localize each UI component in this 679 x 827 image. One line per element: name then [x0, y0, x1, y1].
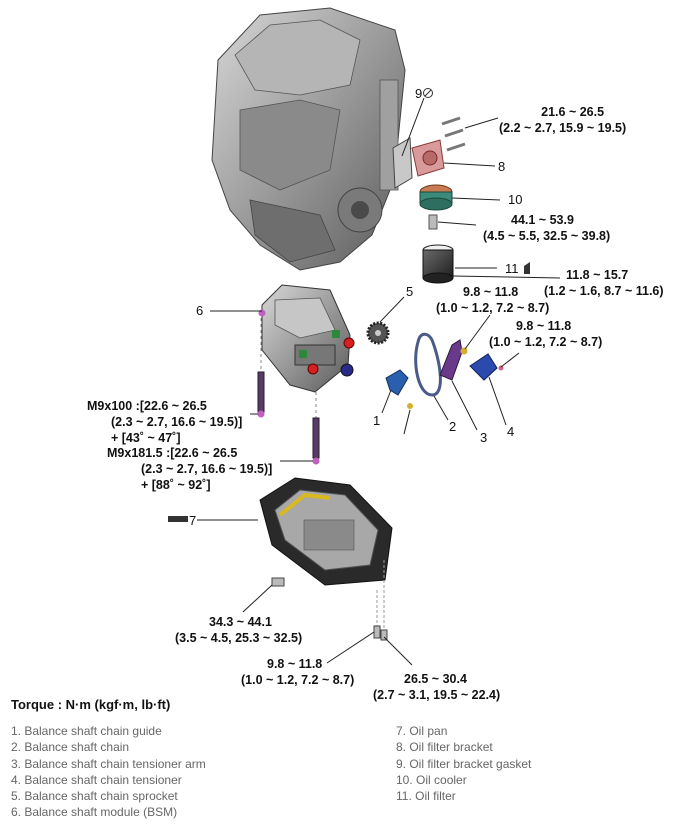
- torque-line: M9x100 :[22.6 ~ 26.5: [87, 398, 242, 414]
- leader-drain: [242, 584, 273, 613]
- leader-panbolt2: [383, 636, 413, 666]
- legend-item: 4. Balance shaft chain tensioner: [11, 772, 182, 787]
- leader-4: [488, 376, 507, 426]
- torque-line: (2.2 ~ 2.7, 15.9 ~ 19.5): [499, 121, 627, 135]
- leader-1-torque: [403, 409, 411, 435]
- legend-right: 7. Oil pan 8. Oil filter bracket 9. Oil …: [396, 723, 531, 804]
- legend-item: 8. Oil filter bracket: [396, 740, 493, 755]
- torque-line: + [43˚ ~ 47˚]: [111, 431, 181, 445]
- torque-line: + [88˚ ~ 92˚]: [141, 478, 211, 492]
- torque-units-title: Torque : N·m (kgf·m, lb·ft): [11, 697, 171, 712]
- legend-item: 3. Balance shaft chain tensioner arm: [11, 756, 206, 771]
- torque-tensioner-arm: 9.8 ~ 11.8 (1.0 ~ 1.2, 7.2 ~ 8.7): [436, 284, 549, 316]
- torque-line: M9x181.5 :[22.6 ~ 26.5: [107, 445, 272, 461]
- balance-shaft-module: [258, 284, 355, 393]
- torque-line: (2.3 ~ 2.7, 16.6 ~ 19.5)]: [141, 462, 273, 476]
- legend-left: 1. Balance shaft chain guide 2. Balance …: [11, 723, 206, 821]
- leader-10-torque: [437, 221, 477, 226]
- torque-line: 34.3 ~ 44.1: [209, 615, 272, 629]
- torque-line: 21.6 ~ 26.5: [541, 105, 605, 119]
- part-number-7: 7: [189, 513, 197, 528]
- leader-8-bolts: [464, 117, 499, 129]
- oil-pan: [168, 477, 393, 587]
- leader-10: [451, 197, 501, 201]
- torque-line: 9.8 ~ 11.8: [463, 285, 519, 299]
- leader-panbolt1: [326, 631, 375, 664]
- part-number-4: 4: [507, 424, 515, 439]
- torque-m9x181-bolt: M9x181.5 :[22.6 ~ 26.5 (2.3 ~ 2.7, 16.6 …: [107, 445, 272, 493]
- engine-block: [211, 7, 406, 271]
- torque-oil-filter-bracket-bolts: 21.6 ~ 26.5 (2.2 ~ 2.7, 15.9 ~ 19.5): [499, 104, 626, 136]
- part-number-10: 10: [508, 192, 523, 207]
- leader-8: [443, 162, 496, 167]
- oil-pan-bolts: [373, 560, 388, 641]
- legend-item: 5. Balance shaft chain sprocket: [11, 789, 178, 804]
- balance-shaft-chain-sprocket: [366, 321, 390, 345]
- part-number-8: 8: [498, 159, 506, 174]
- bsm-bolts: [257, 318, 320, 465]
- torque-line: (4.5 ~ 5.5, 32.5 ~ 39.8): [483, 229, 611, 243]
- torque-line: 11.8 ~ 15.7: [566, 268, 629, 282]
- part-number-9: 9: [415, 86, 423, 101]
- oil-cooler: [419, 184, 453, 211]
- oil-filter: [422, 244, 530, 284]
- bolt-spec-m9x181: M9x181.5: [107, 446, 163, 460]
- torque-oil-pan-bolt-small: 9.8 ~ 11.8 (1.0 ~ 1.2, 7.2 ~ 8.7): [241, 656, 354, 688]
- torque-line: 26.5 ~ 30.4: [404, 672, 467, 686]
- balance-shaft-chain-guide: [385, 369, 413, 409]
- torque-line: (1.0 ~ 1.2, 7.2 ~ 8.7): [436, 301, 550, 315]
- legend-item: 7. Oil pan: [396, 724, 448, 738]
- part-number-6: 6: [196, 303, 204, 318]
- torque-line: (1.0 ~ 1.2, 7.2 ~ 8.7): [241, 673, 355, 687]
- part-number-11: 11: [505, 261, 519, 276]
- leader-5: [379, 296, 405, 323]
- torque-line: (1.2 ~ 1.6, 8.7 ~ 11.6): [544, 284, 664, 298]
- balance-shaft-chain: [414, 332, 442, 397]
- torque-value: :[22.6 ~ 26.5: [132, 399, 207, 413]
- torque-tensioner: 9.8 ~ 11.8 (1.0 ~ 1.2, 7.2 ~ 8.7): [489, 318, 602, 350]
- torque-line: (2.3 ~ 2.7, 16.6 ~ 19.5)]: [111, 415, 243, 429]
- part-number-5: 5: [406, 284, 414, 299]
- torque-oil-pan-drain-plug: 34.3 ~ 44.1 (3.5 ~ 4.5, 25.3 ~ 32.5): [175, 614, 302, 646]
- torque-oil-pan-bolt-large: 26.5 ~ 30.4 (2.7 ~ 3.1, 19.5 ~ 22.4): [373, 671, 500, 703]
- torque-line: (2.7 ~ 3.1, 19.5 ~ 22.4): [373, 688, 501, 702]
- legend-item: 1. Balance shaft chain guide: [11, 724, 162, 738]
- torque-oil-filter: 11.8 ~ 15.7 (1.2 ~ 1.6, 8.7 ~ 11.6): [544, 267, 664, 299]
- legend-item: 2. Balance shaft chain: [11, 740, 130, 755]
- torque-line: 9.8 ~ 11.8: [516, 319, 572, 333]
- exploded-diagram: [168, 7, 561, 666]
- legend-item: 11. Oil filter: [396, 789, 456, 804]
- legend-item: 6. Balance shaft module (BSM): [11, 805, 178, 820]
- torque-line: (1.0 ~ 1.2, 7.2 ~ 8.7): [489, 335, 603, 349]
- oil-filter-bracket: [411, 116, 466, 177]
- leader-9: [401, 97, 425, 157]
- leader-4-torque: [500, 352, 520, 368]
- leader-11-torque: [452, 275, 561, 279]
- leader-3: [451, 380, 478, 431]
- torque-line: (3.5 ~ 4.5, 25.3 ~ 32.5): [175, 631, 303, 645]
- legend-item: 10. Oil cooler: [396, 772, 467, 787]
- torque-value: :[22.6 ~ 26.5: [162, 446, 238, 460]
- oil-filter-bracket-gasket: [392, 88, 433, 189]
- torque-line: 9.8 ~ 11.8: [267, 657, 323, 671]
- part-number-1: 1: [373, 413, 381, 428]
- leader-3-torque: [464, 314, 491, 350]
- bolt-spec-m9x100: M9x100: [87, 399, 133, 413]
- balance-shaft-chain-tensioner-arm: [439, 339, 468, 381]
- part-number-2: 2: [449, 419, 457, 434]
- balance-shaft-chain-tensioner: [469, 353, 504, 381]
- leader-2: [433, 395, 449, 421]
- leader-1: [381, 389, 392, 414]
- part-number-3: 3: [480, 430, 488, 445]
- torque-oil-cooler: 44.1 ~ 53.9 (4.5 ~ 5.5, 32.5 ~ 39.8): [483, 212, 610, 244]
- torque-line: 44.1 ~ 53.9: [511, 213, 574, 227]
- legend-item: 9. Oil filter bracket gasket: [396, 756, 532, 771]
- torque-m9x100-bolt: M9x100 :[22.6 ~ 26.5 (2.3 ~ 2.7, 16.6 ~ …: [87, 398, 242, 446]
